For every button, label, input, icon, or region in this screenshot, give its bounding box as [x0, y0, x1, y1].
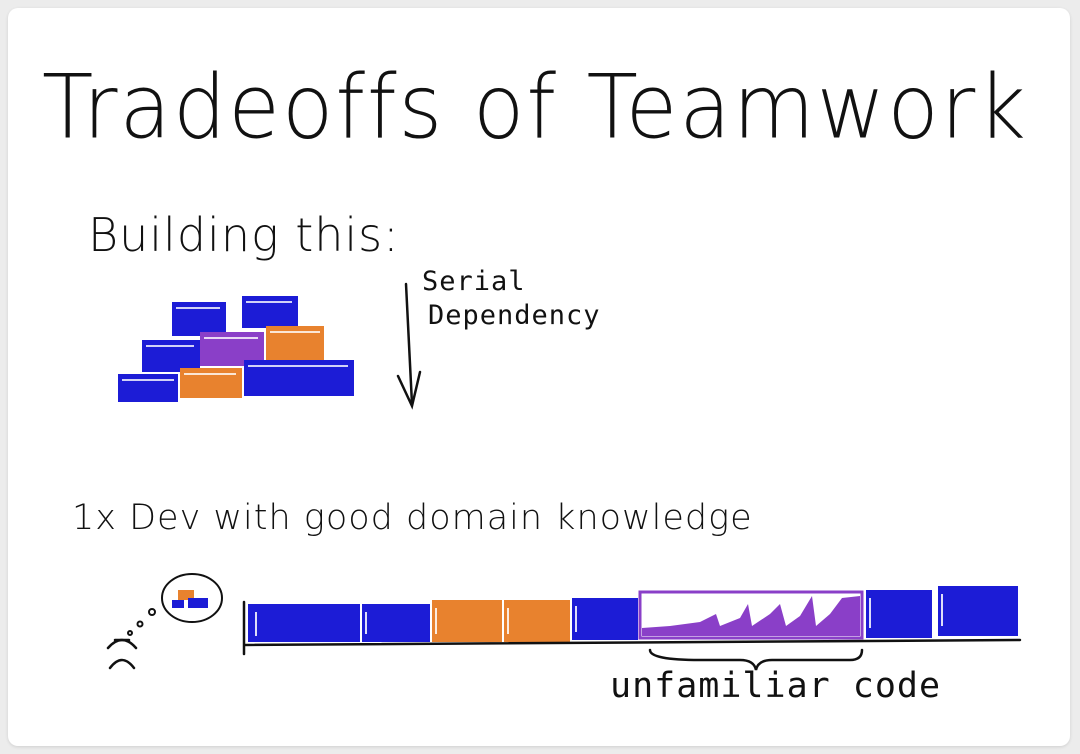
section-heading: Building this:: [88, 208, 400, 262]
timeline-bar: [242, 586, 1022, 656]
brick: [142, 340, 200, 372]
brick: [118, 374, 178, 402]
unfamiliar-fill: [642, 596, 860, 636]
timeline-block: [362, 604, 430, 642]
arrow-label-line-1: Serial: [422, 266, 526, 297]
page-title: Tradeoffs of Teamwork: [42, 55, 1028, 159]
brick: [180, 368, 242, 398]
timeline-block: [432, 600, 502, 642]
arrow-label-line-2: Dependency: [428, 300, 601, 331]
timeline-block: [248, 604, 360, 642]
timeline-block: [866, 590, 932, 638]
curly-brace-icon: [648, 648, 864, 671]
timeline-block: [572, 598, 638, 640]
brick-pyramid: [118, 296, 354, 402]
brick: [242, 296, 298, 328]
timeline-block: [504, 600, 570, 642]
down-arrow-icon: [396, 282, 422, 410]
timeline-caption: 1x Dev with good domain knowledge: [72, 498, 753, 538]
timeline-block: [938, 586, 1018, 636]
person-icon: [106, 638, 138, 670]
bracket-label: unfamiliar code: [610, 666, 942, 706]
thought-bubble-icon: [127, 573, 223, 636]
timeline-baseline: [242, 600, 1022, 656]
